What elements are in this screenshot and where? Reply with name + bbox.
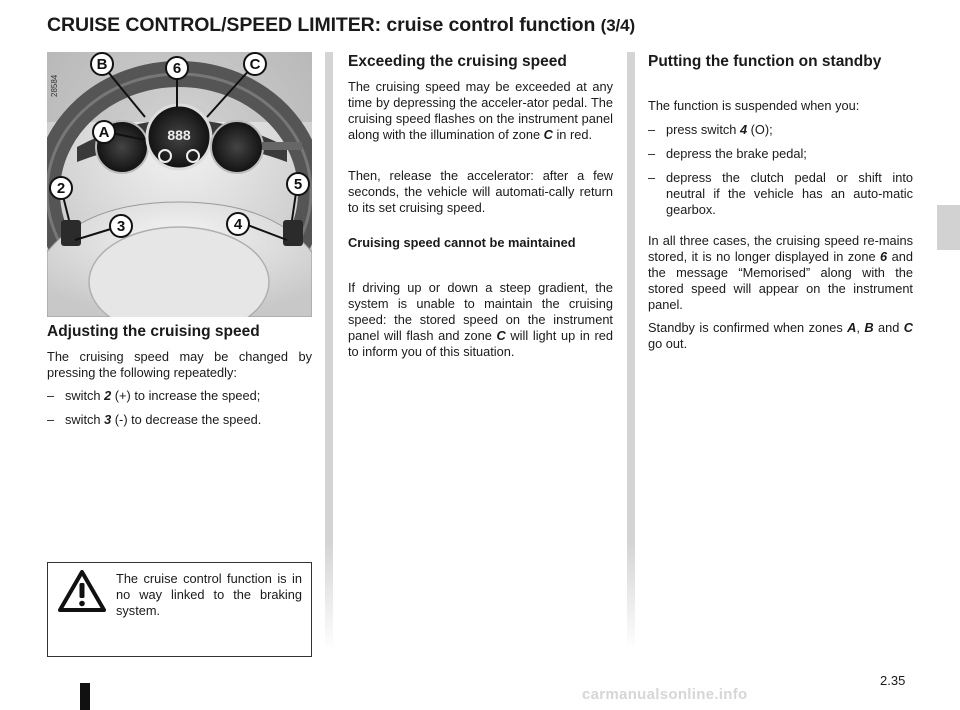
page-title-text: CRUISE CONTROL/SPEED LIMITER: cruise con…	[47, 14, 596, 36]
page-title: CRUISE CONTROL/SPEED LIMITER: cruise con…	[47, 14, 635, 37]
col1-list-item: switch 3 (-) to decrease the speed.	[47, 412, 312, 428]
col1-heading: Adjusting the cruising speed	[47, 323, 260, 340]
zone-key: B	[864, 320, 874, 335]
col3-intro: The function is suspended when you:	[648, 98, 860, 113]
switch-key: 3	[104, 412, 112, 427]
col1-intro: The cruising speed may be changed by pre…	[47, 349, 312, 380]
col2-para-2: Then, release the accelerator: after a f…	[348, 168, 613, 215]
col3-heading: Putting the function on standby	[648, 53, 882, 70]
switch-key: 2	[104, 388, 112, 403]
warning-box: The cruise control function is in no way…	[47, 562, 312, 657]
column-divider	[325, 52, 333, 650]
callout-C: C	[250, 56, 261, 73]
switch-4-5	[283, 220, 303, 246]
zone-key: C	[903, 320, 913, 335]
zone-key: 6	[880, 249, 888, 264]
page-title-suffix: (3/4)	[600, 16, 636, 35]
crop-mark	[80, 683, 90, 710]
col3-para-1: In all three cases, the cruising speed r…	[648, 233, 913, 312]
callout-B: B	[97, 56, 108, 73]
col3-list-item: press switch 4 (O);	[648, 122, 913, 138]
col3-list-item: depress the brake pedal;	[648, 146, 913, 162]
callout-3: 3	[117, 218, 125, 235]
switch-2-3	[61, 220, 81, 246]
col2-para-3: If driving up or down a steep gradient, …	[348, 280, 613, 359]
zone-key: A	[847, 320, 857, 335]
callout-6: 6	[173, 60, 181, 77]
cluster-readout: 888	[167, 127, 191, 143]
warning-triangle-icon	[58, 570, 106, 612]
warning-text: The cruise control function is in no way…	[116, 571, 302, 618]
col3-para-2: Standby is confirmed when zones A, B and…	[648, 320, 913, 351]
col1-list-item: switch 2 (+) to increase the speed;	[47, 388, 312, 404]
callout-4: 4	[234, 216, 243, 233]
callout-5: 5	[294, 176, 302, 193]
steering-wheel-figure: 888 B 6 C A	[47, 52, 312, 317]
zone-key: C	[543, 127, 553, 142]
column-divider	[627, 52, 635, 650]
section-tab	[937, 205, 960, 250]
watermark: carmanualsonline.info	[582, 686, 748, 703]
figure-ref-code: 28584	[50, 74, 59, 97]
col3-list-item: depress the clutch pedal or shift into n…	[648, 170, 913, 218]
page-number: 2.35	[880, 673, 906, 688]
col2-subheading: Cruising speed cannot be maintained	[348, 235, 576, 250]
col2-para-1: The cruising speed may be exceeded at an…	[348, 79, 613, 142]
switch-key: 4	[739, 122, 748, 137]
callout-2: 2	[57, 180, 65, 197]
zone-key: C	[496, 328, 506, 343]
instrument-cluster: 888	[77, 103, 302, 174]
col2-heading: Exceeding the cruising speed	[348, 53, 567, 70]
callout-A: A	[99, 124, 110, 141]
steering-wheel-illustration: 888 B 6 C A	[47, 52, 312, 317]
